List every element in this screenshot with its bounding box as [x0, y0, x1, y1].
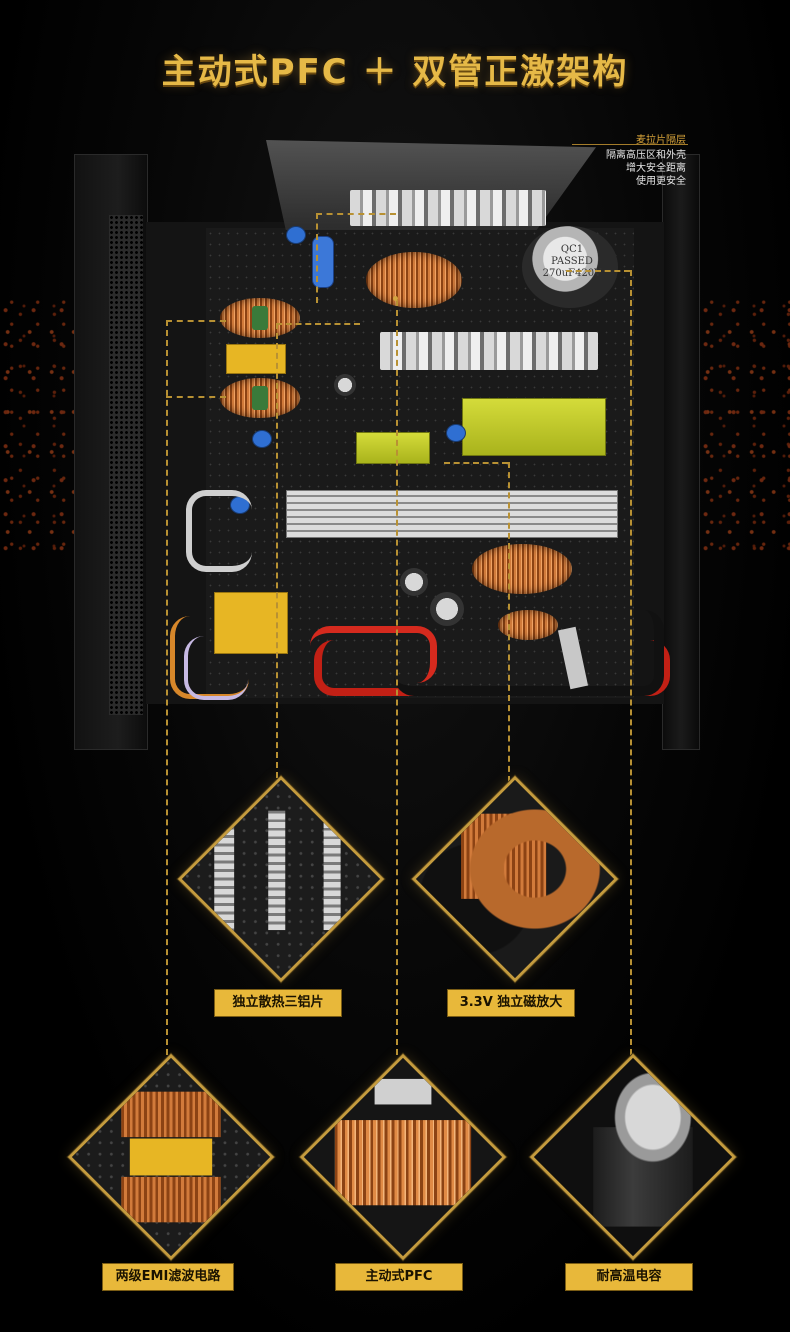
white-wire [186, 490, 252, 572]
note-line-1: 隔离高压区和外壳 [606, 150, 686, 161]
capacitor-print: QC1 PASSED 270uF420V [532, 244, 612, 280]
small-capacitor-3 [334, 374, 356, 396]
mylar-note: 麦拉片隔层 隔离高压区和外壳 增大安全距离 使用更安全 [606, 134, 686, 188]
leader-emi-vertical [166, 320, 168, 1055]
y-capacitor-1 [286, 226, 306, 244]
emi-choke-2 [220, 378, 300, 418]
leader-heatsink-vertical [276, 323, 278, 778]
leader-magamp-h [444, 462, 508, 464]
leader-pfc-vertical [396, 300, 398, 1055]
black-wire-bundle [394, 610, 664, 696]
label-emi-filter: 两级EMI滤波电路 [103, 1264, 233, 1290]
heatsink-bottom [286, 490, 618, 538]
leader-magamp-vertical [508, 462, 510, 782]
headline: 主动式PFC ＋ 双管正激架构 [161, 52, 629, 92]
leader-emi-mid [166, 396, 226, 398]
note-line-2: 增大安全距离 [626, 163, 686, 174]
leader-pfc-h [316, 213, 396, 215]
leader-heatsink-h [276, 323, 360, 325]
note-line-3: 使用更安全 [636, 176, 686, 187]
note-leader-line [572, 144, 688, 145]
heatsink-middle [380, 332, 598, 370]
small-capacitor-1 [400, 568, 428, 596]
cap-text-top: QC1 [560, 244, 584, 255]
cap-text-pass: PASSED [551, 256, 593, 267]
label-high-temp-capacitor: 耐高温电容 [566, 1264, 692, 1290]
fan-mesh [109, 215, 143, 715]
leader-pfc-dot [393, 296, 398, 301]
main-transformer [462, 398, 606, 456]
x-capacitor-input [214, 592, 288, 654]
cap-text-rating: 270uF420V [542, 268, 602, 279]
pfc-inductor [366, 252, 462, 308]
leader-emi-top [166, 320, 226, 322]
emi-choke-1 [220, 298, 300, 338]
heatsink-top [350, 190, 546, 226]
label-mag-amp: 3.3V 独立磁放大 [448, 990, 574, 1016]
leader-pfc-v1 [316, 213, 318, 303]
red-wire-1 [310, 626, 437, 683]
note-heading: 麦拉片隔层 [636, 135, 686, 146]
psu-left-panel [74, 154, 148, 750]
lavender-wire [184, 636, 248, 700]
y-capacitor-4 [446, 424, 466, 442]
aux-transformer [356, 432, 430, 464]
leader-cap-h [566, 270, 630, 272]
leader-cap-vertical [630, 270, 632, 1055]
ember-particles-right [700, 300, 790, 560]
label-active-pfc: 主动式PFC [336, 1264, 462, 1290]
label-independent-heatsinks: 独立散热三铝片 [215, 990, 341, 1016]
output-inductor [472, 544, 572, 594]
y-capacitor-2 [252, 430, 272, 448]
bulk-capacitor [522, 226, 618, 308]
small-capacitor-2 [430, 592, 464, 626]
